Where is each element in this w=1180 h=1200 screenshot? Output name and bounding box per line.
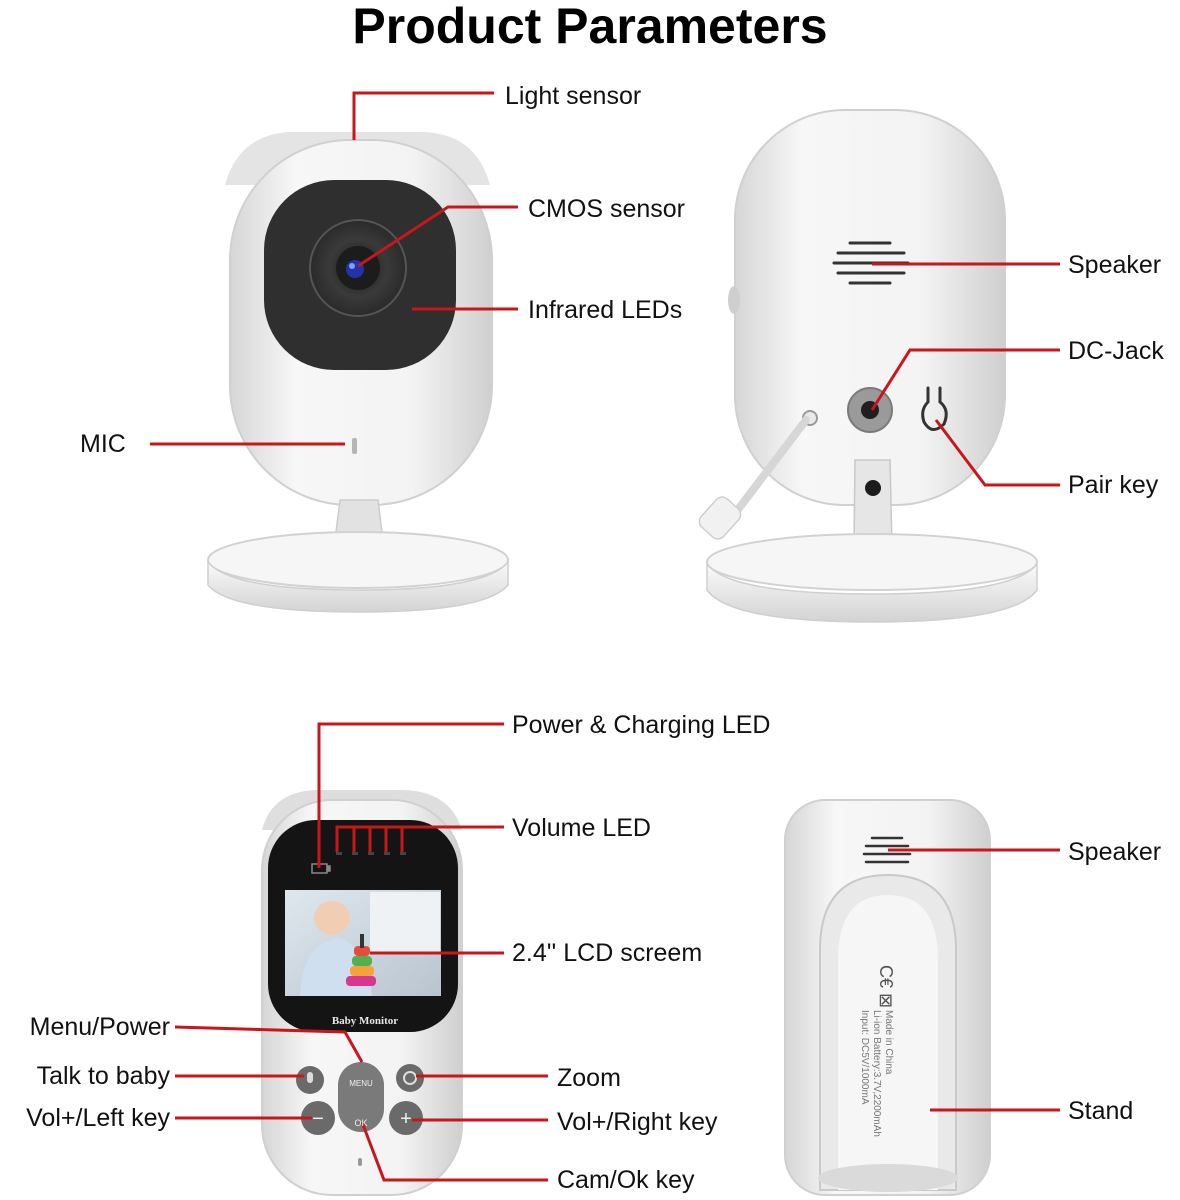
ce-mark-icon: C€ ⊠ (876, 965, 896, 1008)
camera-front-base (207, 559, 509, 613)
label-menu-power: Menu/Power (29, 1013, 170, 1041)
mic-icon (307, 1072, 313, 1083)
label-zoom: Zoom (557, 1064, 621, 1092)
label-mic: MIC (80, 430, 126, 458)
label-lcd-screen: 2.4'' LCD screem (512, 939, 703, 967)
camera-back (698, 109, 1038, 623)
volume-led-row (336, 852, 406, 855)
label-volume-led: Volume LED (512, 814, 651, 842)
zoom-button[interactable] (396, 1064, 424, 1092)
label-cmos-sensor: CMOS sensor (528, 195, 685, 223)
minus-button-label: − (312, 1108, 324, 1130)
camera-back-stand-screw (865, 480, 881, 496)
minus-button[interactable] (301, 1101, 335, 1135)
zoom-icon (403, 1071, 417, 1085)
rating-text-line-3: Made in China (883, 1010, 894, 1075)
camera-back-body (734, 109, 1006, 506)
label-vol-left: Vol+/Left key (26, 1104, 170, 1132)
label-dc-jack: DC-Jack (1068, 337, 1164, 365)
screen-baby-head (314, 901, 350, 935)
camera-front (207, 131, 509, 613)
callout-cam-ok (360, 1121, 548, 1182)
camera-front-base-top (207, 531, 509, 589)
label-infrared-leds: Infrared LEDs (528, 296, 683, 324)
callout-light-sensor (352, 91, 494, 140)
callout-cmos-sensor (357, 205, 518, 268)
menu-button[interactable] (338, 1062, 384, 1132)
antenna (726, 416, 810, 524)
monitor-mic-hole (358, 1158, 362, 1166)
label-vol-right: Vol+/Right key (557, 1108, 718, 1136)
mic-hole (352, 438, 357, 454)
callout-power-led (317, 722, 504, 868)
cmos-sensor-highlight (349, 263, 355, 269)
screen-logo: Baby Monitor (332, 1015, 398, 1027)
label-pair-key: Pair key (1068, 471, 1159, 499)
label-cam-ok: Cam/Ok key (557, 1166, 695, 1194)
pair-key-icon (921, 386, 948, 431)
callout-volume-led (335, 825, 504, 852)
antenna-tip (698, 496, 742, 540)
monitor-back: C€ ⊠ Input: DC5V/1000mA Li-ion Battery:3… (784, 799, 991, 1196)
label-speaker-monitor: Speaker (1068, 838, 1162, 866)
label-power-charging-led: Power & Charging LED (512, 711, 771, 739)
screen-toy-stack (346, 934, 376, 986)
callout-dc-jack (870, 348, 1060, 411)
callout-pair-key (934, 419, 1060, 487)
camera-back-base-top (706, 533, 1038, 591)
monitor-speaker-grille-icon (862, 836, 912, 864)
rating-text-line-1: Input: DC5V/1000mA (859, 1010, 870, 1105)
page-title: Product Parameters (352, 0, 828, 54)
monitor-front (261, 790, 463, 1196)
callout-menu-power (174, 1025, 364, 1063)
monitor-stand-bottom (818, 1164, 958, 1192)
callout-lines (150, 91, 1060, 1182)
label-speaker-camera: Speaker (1068, 251, 1162, 279)
camera-back-base (706, 561, 1038, 623)
label-light-sensor: Light sensor (505, 82, 642, 110)
camera-back-side-button (728, 286, 740, 314)
monitor-stand-inner (838, 895, 938, 1190)
screen-window (370, 892, 440, 952)
callout-volume-led-ticks (352, 827, 404, 852)
rating-text-line-2: Li-ion Battery:3.7V,2200mAh (871, 1010, 882, 1137)
plus-button-label: + (400, 1108, 412, 1130)
label-stand: Stand (1068, 1097, 1134, 1125)
ok-button-label: OK (354, 1118, 367, 1128)
plus-button[interactable] (389, 1101, 423, 1135)
label-talk-to-baby: Talk to baby (36, 1062, 170, 1090)
menu-button-label: MENU (349, 1079, 373, 1088)
